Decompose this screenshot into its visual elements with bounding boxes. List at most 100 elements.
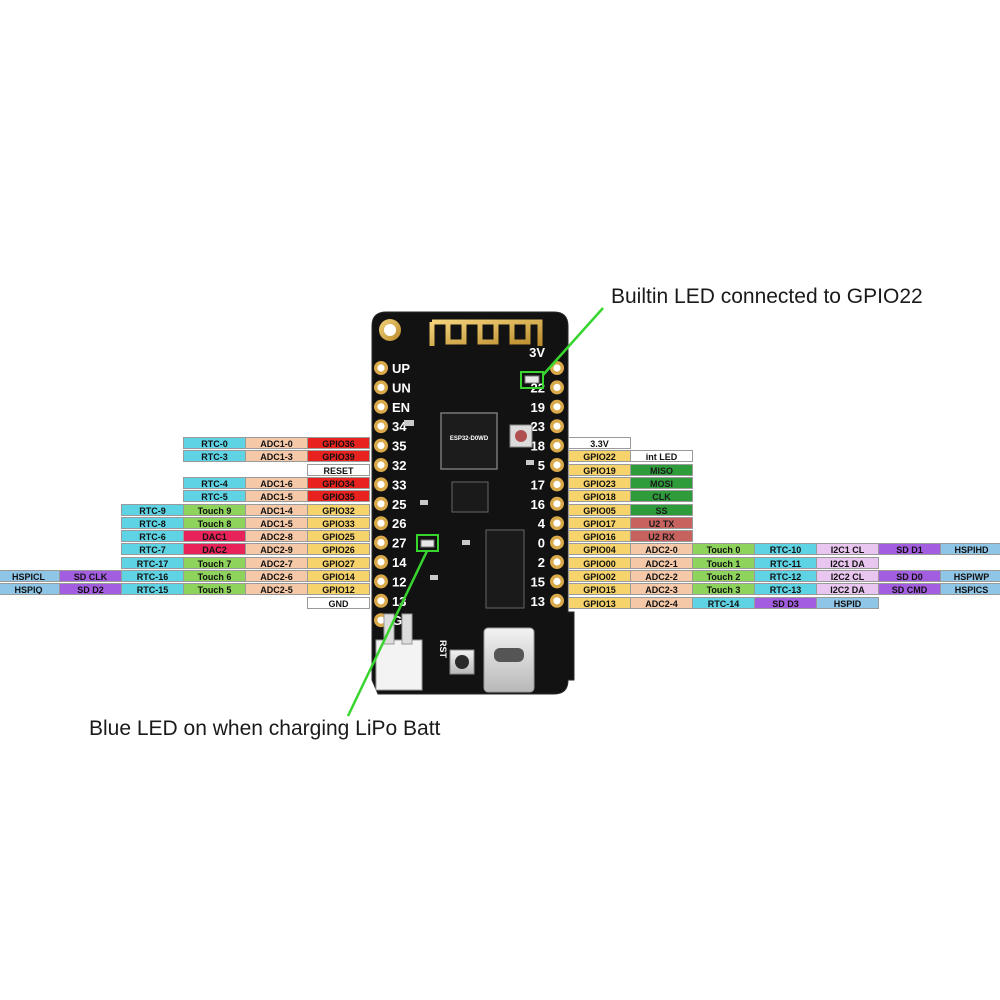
left-pin-cell-gpio: GPIO33 <box>307 516 370 529</box>
right-pin-cell-rtc: RTC-10 <box>754 543 817 556</box>
left-pin-cell-adc: ADC2-6 <box>245 570 308 582</box>
silkscreen-label: 12 <box>392 574 406 589</box>
right-pin-cell-spi-green: SS <box>630 503 693 516</box>
left-header-pin-hole <box>377 577 385 586</box>
silkscreen-label: 13 <box>531 594 545 609</box>
right-header-pin-hole <box>553 539 561 547</box>
esp32-chip <box>440 412 498 470</box>
silkscreen-label: 0 <box>538 536 545 551</box>
right-pin-cell-gpio: GPIO05 <box>568 503 631 516</box>
right-pin-cell-i2c: I2C2 CL <box>816 570 879 582</box>
chip-marking: ESP32-D0WD <box>450 436 489 442</box>
silkscreen-label: 15 <box>531 574 545 589</box>
right-pin-cell-touch: Touch 0 <box>692 543 755 556</box>
left-pin-cell-touch: Touch 5 <box>183 583 246 596</box>
left-header-pin-hole <box>377 558 385 566</box>
right-pin-cell-gpio: GPIO22 <box>568 450 631 463</box>
right-pin-cell-adc: ADC2-1 <box>630 556 693 569</box>
silkscreen-label: 3V <box>529 345 545 360</box>
left-pin-cell-gpio: GPIO27 <box>307 556 370 569</box>
right-header-pin-hole <box>553 577 561 586</box>
left-pin-cell-touch: Touch 7 <box>183 556 246 569</box>
right-pin-cell-gpio: GPIO17 <box>568 516 631 529</box>
left-pin-cell-rtc: RTC-16 <box>121 570 184 582</box>
left-pin-cell-adc: ADC2-8 <box>245 530 308 543</box>
right-header-pin-hole <box>553 519 561 527</box>
left-pin-cell-hspi: HSPICL <box>0 570 60 582</box>
charge-led <box>420 539 435 548</box>
right-header-pin-hole <box>553 383 561 391</box>
charge-led-highlight <box>416 534 439 552</box>
builtin-led-leader-line <box>542 307 604 376</box>
charge-led-caption: Blue LED on when charging LiPo Batt <box>89 717 441 740</box>
reset-button[interactable] <box>449 649 475 675</box>
right-pin-cell-spi-green: MOSI <box>630 476 693 489</box>
right-header-pin-hole <box>553 461 561 469</box>
right-header-pin-hole <box>553 442 561 450</box>
left-pin-cell-sd: SD CLK <box>59 570 122 582</box>
left-header-pin-hole <box>377 500 385 508</box>
silkscreen-label: 17 <box>531 477 545 492</box>
left-header-pin-hole <box>377 403 385 411</box>
right-pin-cell-gpio: GPIO19 <box>568 463 631 476</box>
silkscreen-label: 16 <box>531 497 545 512</box>
right-pin-cell-touch: Touch 1 <box>692 556 755 569</box>
left-header-pin-hole <box>377 597 385 605</box>
left-header-pin-hole <box>377 539 385 547</box>
right-pin-row: 3.3V <box>568 437 631 450</box>
right-pin-cell-adc: ADC2-3 <box>630 583 693 596</box>
builtin-led <box>524 375 540 384</box>
right-pin-cell-hspi: HSPICS <box>940 583 1000 596</box>
right-header-pin-hole <box>553 558 561 566</box>
builtin-led-caption: Builtin LED connected to GPIO22 <box>611 285 923 308</box>
left-pin-cell-rtc: RTC-9 <box>121 503 184 516</box>
left-header-pin-hole <box>377 616 385 624</box>
left-header-pin-hole <box>377 364 385 372</box>
left-header-pin-hole <box>377 519 385 527</box>
right-pin-cell-gpio: GPIO13 <box>568 596 631 609</box>
left-pin-cell-rtc: RTC-15 <box>121 583 184 596</box>
left-pin-cell-gpio: GPIO32 <box>307 503 370 516</box>
right-header-pin-hole <box>553 500 561 508</box>
left-pin-cell-rtc: RTC-4 <box>183 476 246 489</box>
silkscreen-label: 26 <box>392 516 406 531</box>
right-header-pins <box>550 361 564 608</box>
right-pin-cell-plain: 3.3V <box>568 437 631 449</box>
left-pin-cell-gpio: GPIO25 <box>307 530 370 543</box>
right-pin-cell-gpio: GPIO16 <box>568 530 631 543</box>
left-pin-cell-rtc: RTC-6 <box>121 530 184 543</box>
left-pin-cell-gpio: GPIO12 <box>307 583 370 596</box>
right-pin-cell-i2c: I2C1 CL <box>816 543 879 556</box>
left-pin-cell-adc: ADC1-3 <box>245 450 308 463</box>
right-header-pin-hole <box>553 364 561 372</box>
left-pin-cell-adc: ADC1-5 <box>245 490 308 503</box>
right-pin-cell-i2c: I2C1 DA <box>816 556 879 569</box>
right-pin-cell-adc: ADC2-4 <box>630 596 693 609</box>
reset-button-label: RST <box>438 640 448 659</box>
left-pin-cell-adc: ADC1-4 <box>245 503 308 516</box>
left-pin-cell-touch: Touch 8 <box>183 516 246 529</box>
left-pin-cell-adc: ADC1-0 <box>245 437 308 449</box>
left-header-pin-hole <box>377 442 385 450</box>
silkscreen-label: 18 <box>531 439 545 454</box>
left-pin-cell-gpio-input-only: GPIO36 <box>307 437 370 449</box>
left-header-pin-hole <box>377 422 385 430</box>
right-pin-cell-rtc: RTC-13 <box>754 583 817 596</box>
right-pin-cell-gpio: GPIO00 <box>568 556 631 569</box>
right-pin-cell-rtc: RTC-14 <box>692 596 755 609</box>
